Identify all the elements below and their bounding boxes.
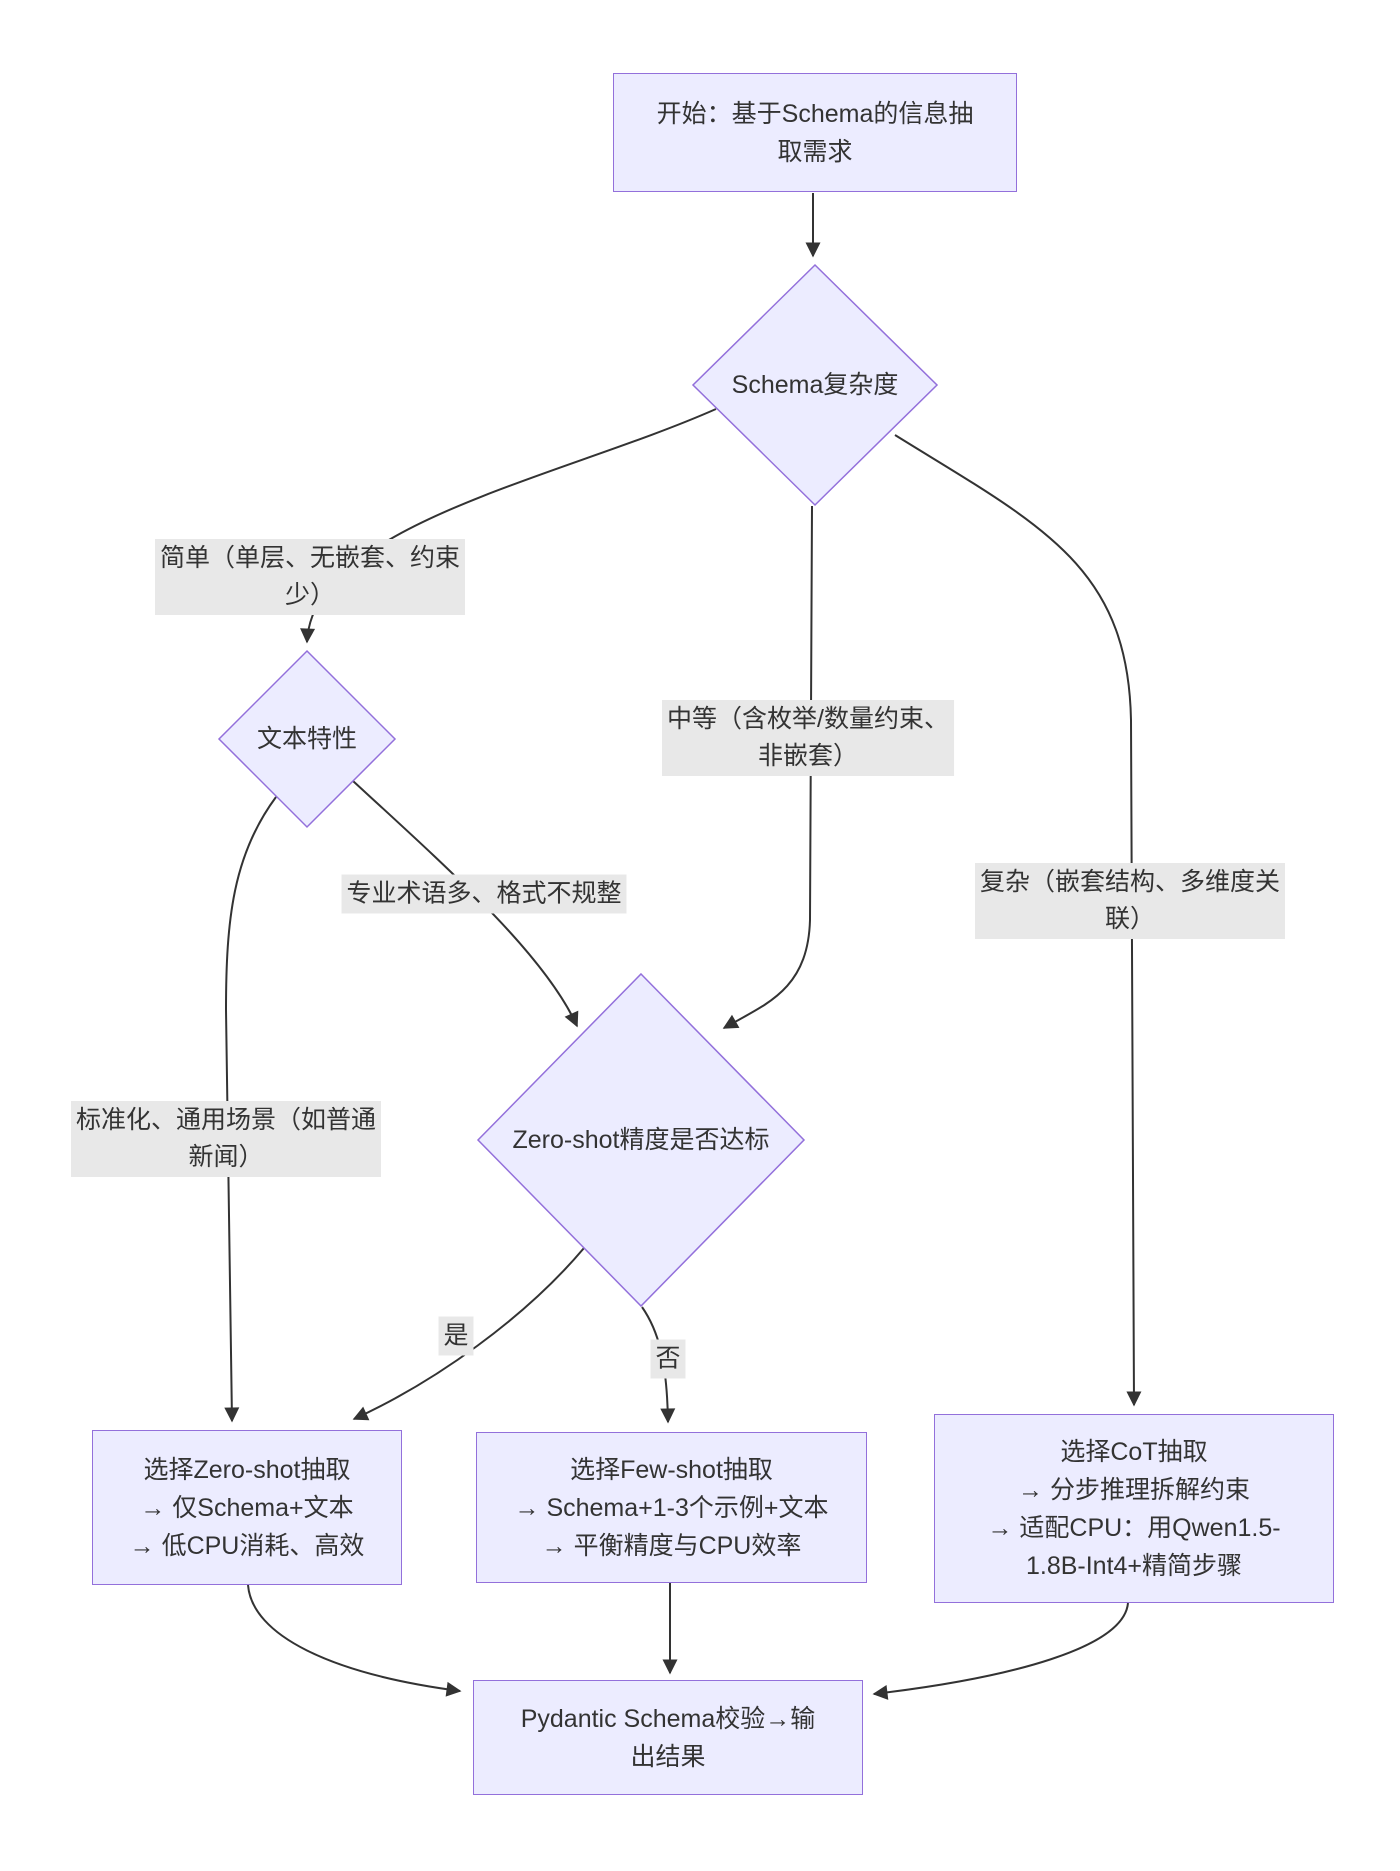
output-node-line: 出结果: [630, 1742, 706, 1771]
edge-yes-to-zeroshotbox: [352, 1247, 585, 1421]
cot-node-line: → 分步推理拆解约束: [1018, 1475, 1250, 1504]
text-traits-diamond: [217, 649, 397, 829]
edge-texttraits-to-zeroshotbox: [224, 796, 277, 1423]
zero-shot-node: 选择Zero-shot抽取 → 仅Schema+文本 → 低CPU消耗、高效: [92, 1430, 402, 1585]
cot-node-line: → 适配CPU：用Qwen1.5-: [987, 1513, 1281, 1542]
few-shot-node-line: → 平衡精度与CPU效率: [541, 1531, 802, 1560]
edge-label-simple-line: 少）: [284, 581, 336, 609]
zero-shot-node-line: 选择Zero-shot抽取: [143, 1455, 351, 1484]
zero-shot-check-label: Zero-shot精度是否达标: [512, 1126, 770, 1154]
edge-label-medium: 中等（含枚举/数量约束、 非嵌套）: [662, 700, 954, 776]
zero-shot-check-diamond: [476, 972, 806, 1308]
edge-label-jargon: 专业术语多、格式不规整: [341, 874, 627, 914]
start-node-line: 开始：基于Schema的信息抽: [656, 99, 974, 128]
edge-schema-to-cot: [894, 434, 1142, 1407]
schema-complexity-diamond: [691, 263, 939, 507]
edge-label-standard-line: 新闻）: [188, 1143, 264, 1171]
edge-label-standard: 标准化、通用场景（如普通 新闻）: [70, 1101, 382, 1177]
schema-complexity-label: Schema复杂度: [731, 371, 899, 399]
edge-label-medium-line: 非嵌套）: [757, 742, 859, 770]
edge-label-complex-line: 复杂（嵌套结构、多维度关: [979, 868, 1281, 896]
cot-node: 选择CoT抽取 → 分步推理拆解约束 → 适配CPU：用Qwen1.5- 1.8…: [934, 1414, 1334, 1603]
edge-label-complex-line: 联）: [1104, 905, 1156, 933]
cot-node-line: 选择CoT抽取: [1060, 1437, 1208, 1466]
few-shot-node-line: → Schema+1-3个示例+文本: [514, 1493, 829, 1522]
few-shot-node: 选择Few-shot抽取 → Schema+1-3个示例+文本 → 平衡精度与C…: [476, 1432, 867, 1583]
start-node-line: 取需求: [777, 137, 853, 166]
edge-label-no: 否: [650, 1339, 686, 1379]
cot-node-line: 1.8B-Int4+精简步骤: [1025, 1551, 1243, 1580]
edge-cotbox-to-output: [872, 1602, 1129, 1700]
output-node: Pydantic Schema校验→输 出结果: [473, 1680, 863, 1795]
text-traits-label: 文本特性: [256, 725, 358, 753]
edge-label-simple: 简单（单层、无嵌套、约束 少）: [154, 539, 466, 615]
edge-label-standard-line: 标准化、通用场景（如普通: [75, 1106, 377, 1134]
edge-label-yes: 是: [438, 1316, 474, 1356]
edge-label-medium-line: 中等（含枚举/数量约束、: [667, 705, 949, 733]
edge-zeroshotbox-to-output: [247, 1584, 462, 1697]
few-shot-node-line: 选择Few-shot抽取: [570, 1455, 773, 1484]
edge-schema-to-zeroshotcheck: [722, 505, 813, 1029]
edge-label-simple-line: 简单（单层、无嵌套、约束: [159, 544, 461, 572]
start-node: 开始：基于Schema的信息抽 取需求: [613, 73, 1017, 192]
edge-label-complex: 复杂（嵌套结构、多维度关 联）: [974, 863, 1286, 939]
output-node-line: Pydantic Schema校验→输: [520, 1704, 816, 1733]
zero-shot-node-line: → 仅Schema+文本: [140, 1493, 354, 1522]
zero-shot-node-line: → 低CPU消耗、高效: [129, 1531, 365, 1560]
